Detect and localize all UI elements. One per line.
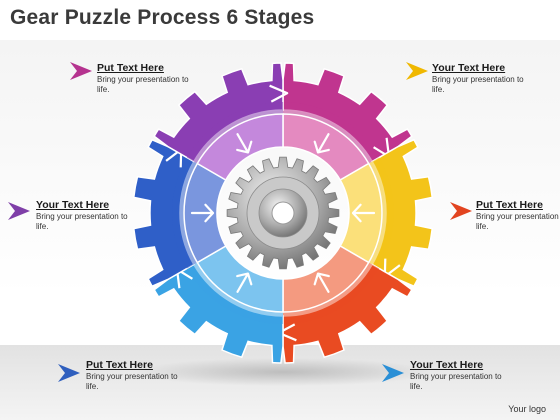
chevron-right-icon xyxy=(8,202,30,220)
chevron-right-icon xyxy=(70,62,92,80)
callout-description: Bring your presentation to life. xyxy=(410,372,502,391)
gear-segments xyxy=(132,62,434,364)
callout-title: Your Text Here xyxy=(410,359,484,371)
callout-mid-right: Put Text Here Bring your presentation to… xyxy=(476,199,560,232)
gear-segment-inner xyxy=(196,113,284,182)
gear-segment-band xyxy=(368,157,394,269)
page-title: Gear Puzzle Process 6 Stages xyxy=(10,6,315,29)
gear-segment-stage-6 xyxy=(153,62,284,182)
chevron-right-icon xyxy=(450,202,472,220)
chevron-right-icon xyxy=(382,364,404,382)
callout-title: Put Text Here xyxy=(97,62,164,74)
chevron-right-icon xyxy=(58,364,80,382)
callout-bottom-left: Put Text Here Bring your presentation to… xyxy=(86,359,216,392)
chevron-right-icon xyxy=(406,62,428,80)
inward-arrow-icon xyxy=(313,272,330,293)
gear-segment-band xyxy=(283,102,380,164)
gear-segment-band xyxy=(172,157,198,269)
inward-arrow-icon xyxy=(313,133,330,154)
gear-segment-stage-4 xyxy=(153,244,284,364)
callout-description: Bring your presentation to life. xyxy=(36,212,128,231)
gear-segment-band xyxy=(186,262,283,324)
callout-title: Your Text Here xyxy=(36,199,110,211)
inward-arrow-icon xyxy=(236,272,253,293)
callout-description: Bring your presentation to life. xyxy=(97,75,189,94)
callout-description: Bring your presentation to life. xyxy=(86,372,178,391)
callout-description: Bring your presentation to life. xyxy=(432,75,524,94)
gear-shadow xyxy=(133,358,433,386)
center-gear-hole xyxy=(271,201,295,225)
callout-mid-left: Your Text Here Bring your presentation t… xyxy=(36,199,166,232)
logo-text: Your logo xyxy=(508,404,546,414)
gear-segment-band xyxy=(283,262,380,324)
callout-title: Put Text Here xyxy=(476,199,543,211)
inward-arrow-icon xyxy=(236,133,253,154)
inward-arrow-icon xyxy=(190,203,215,223)
inward-arrow-icon xyxy=(351,203,376,223)
clockwise-arrow-icon xyxy=(269,84,289,103)
callout-title: Your Text Here xyxy=(432,62,506,74)
callout-top-left: Put Text Here Bring your presentation to… xyxy=(97,62,227,95)
callout-bottom-right: Your Text Here Bring your presentation t… xyxy=(410,359,540,392)
callout-top-right: Your Text Here Bring your presentation t… xyxy=(432,62,560,95)
callout-title: Put Text Here xyxy=(86,359,153,371)
callout-description: Bring your presentation to life. xyxy=(476,212,560,231)
gear-segment-band xyxy=(186,102,283,164)
